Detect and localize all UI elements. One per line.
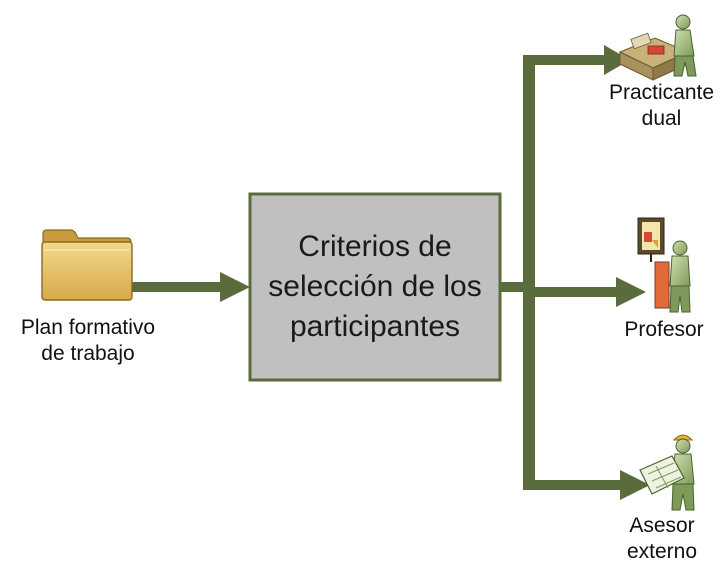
teacher-at-board-icon bbox=[637, 217, 691, 313]
output-label-asesor: Asesor externo bbox=[612, 513, 712, 565]
input-label-line: Plan formativo bbox=[20, 316, 156, 339]
input-arrow bbox=[132, 272, 250, 302]
engineer-with-blueprint-icon bbox=[639, 434, 695, 511]
output-label-line: Profesor bbox=[624, 318, 704, 341]
process-box-label: Criterios de selección de los participan… bbox=[250, 194, 500, 380]
input-label-line: de trabajo bbox=[41, 342, 135, 365]
worker-at-desk-icon bbox=[618, 14, 697, 81]
output-connectors bbox=[500, 45, 650, 500]
process-label-line: selección de los bbox=[268, 270, 482, 303]
output-label-practicante: Practicante dual bbox=[600, 80, 723, 132]
input-label: Plan formativo de trabajo bbox=[2, 315, 174, 367]
output-label-line: dual bbox=[641, 107, 682, 130]
process-box bbox=[248, 192, 502, 382]
process-label-line: participantes bbox=[289, 310, 461, 343]
output-label-line: externo bbox=[626, 540, 698, 563]
folder-icon bbox=[41, 229, 133, 301]
output-label-line: Asesor bbox=[629, 514, 695, 537]
output-label-profesor: Profesor bbox=[608, 317, 720, 343]
process-label-line: Criterios de bbox=[298, 230, 452, 263]
output-label-line: Practicante bbox=[608, 81, 715, 104]
